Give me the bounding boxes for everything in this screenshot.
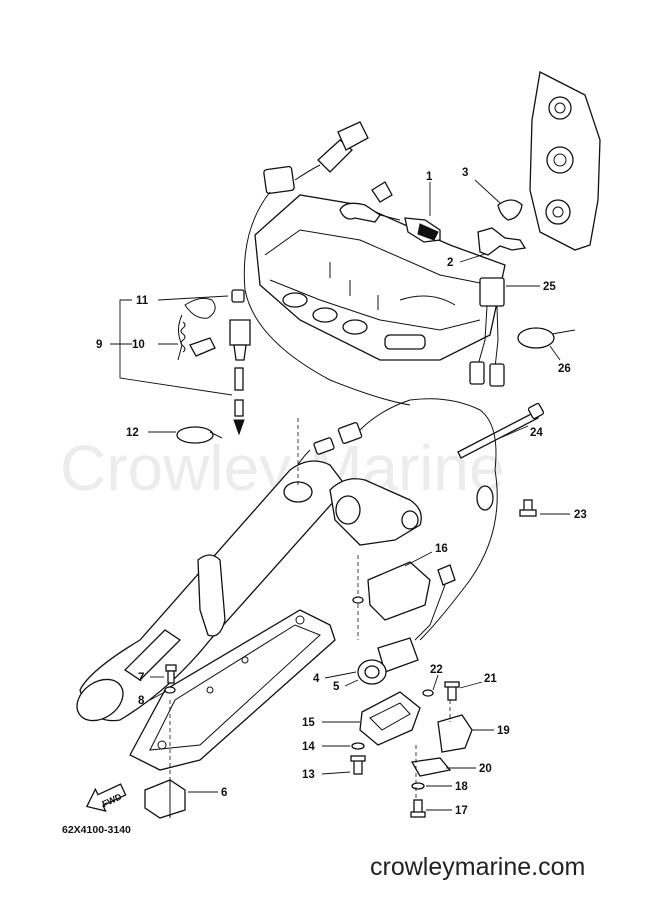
callout-12: 12	[126, 427, 139, 439]
callout-14: 14	[302, 741, 315, 753]
bracket-part-2-3: 3 2	[447, 167, 527, 269]
harness-middle	[294, 398, 498, 641]
drawing-code: 62X4100-3140	[62, 824, 131, 836]
bottom-cowling	[254, 194, 506, 361]
fwd-arrow: FWD	[85, 783, 127, 812]
callout-10: 10	[132, 339, 145, 351]
connector-part-25: 25	[469, 277, 556, 387]
callout-5: 5	[333, 681, 340, 693]
band-part-12: 12	[126, 426, 223, 444]
holder-part-13-14-15: 15 14 13	[302, 691, 421, 781]
callout-26: 26	[558, 363, 571, 375]
callout-22: 22	[430, 664, 443, 676]
harness-connector-top	[243, 121, 411, 406]
lanyard-assembly-part-9-10-11: 11 10 9	[96, 289, 251, 436]
cover-part-16: 16	[352, 543, 456, 641]
callout-18: 18	[455, 781, 468, 793]
bolt-part-23: 23	[519, 499, 587, 521]
callout-4: 4	[313, 673, 320, 685]
callout-16: 16	[435, 543, 448, 555]
callout-1: 1	[426, 171, 433, 183]
exhaust-cover-plate	[529, 71, 601, 251]
callout-7: 7	[138, 672, 144, 684]
callout-11: 11	[136, 295, 149, 307]
callout-9: 9	[96, 339, 102, 351]
callout-24: 24	[530, 427, 543, 439]
kill-switch-part-1: 1	[339, 171, 441, 243]
callout-3: 3	[462, 167, 468, 179]
callout-6: 6	[221, 787, 227, 799]
callout-8: 8	[138, 695, 145, 707]
bottom-plate	[129, 609, 336, 780]
callout-21: 21	[484, 673, 497, 685]
callout-20: 20	[479, 763, 492, 775]
callout-13: 13	[302, 769, 315, 781]
callout-19: 19	[497, 725, 510, 737]
clip-part-26: 26	[517, 327, 576, 375]
switch-part-4-5: 4 5	[313, 637, 419, 693]
cable-tie-part-24: 24	[457, 402, 545, 459]
tiller-handle	[76, 415, 422, 722]
part-6-block: 6	[144, 779, 227, 819]
screw-part-7-8: 7 8	[138, 664, 177, 707]
bracket-parts-17-22: 18 17 20 19 21 22	[410, 664, 510, 818]
callout-15: 15	[302, 717, 315, 729]
callout-2: 2	[447, 257, 453, 269]
callout-17: 17	[455, 805, 468, 817]
callout-25: 25	[543, 281, 556, 293]
footer-url: crowleymarine.com	[370, 853, 585, 881]
callout-23: 23	[574, 509, 587, 521]
